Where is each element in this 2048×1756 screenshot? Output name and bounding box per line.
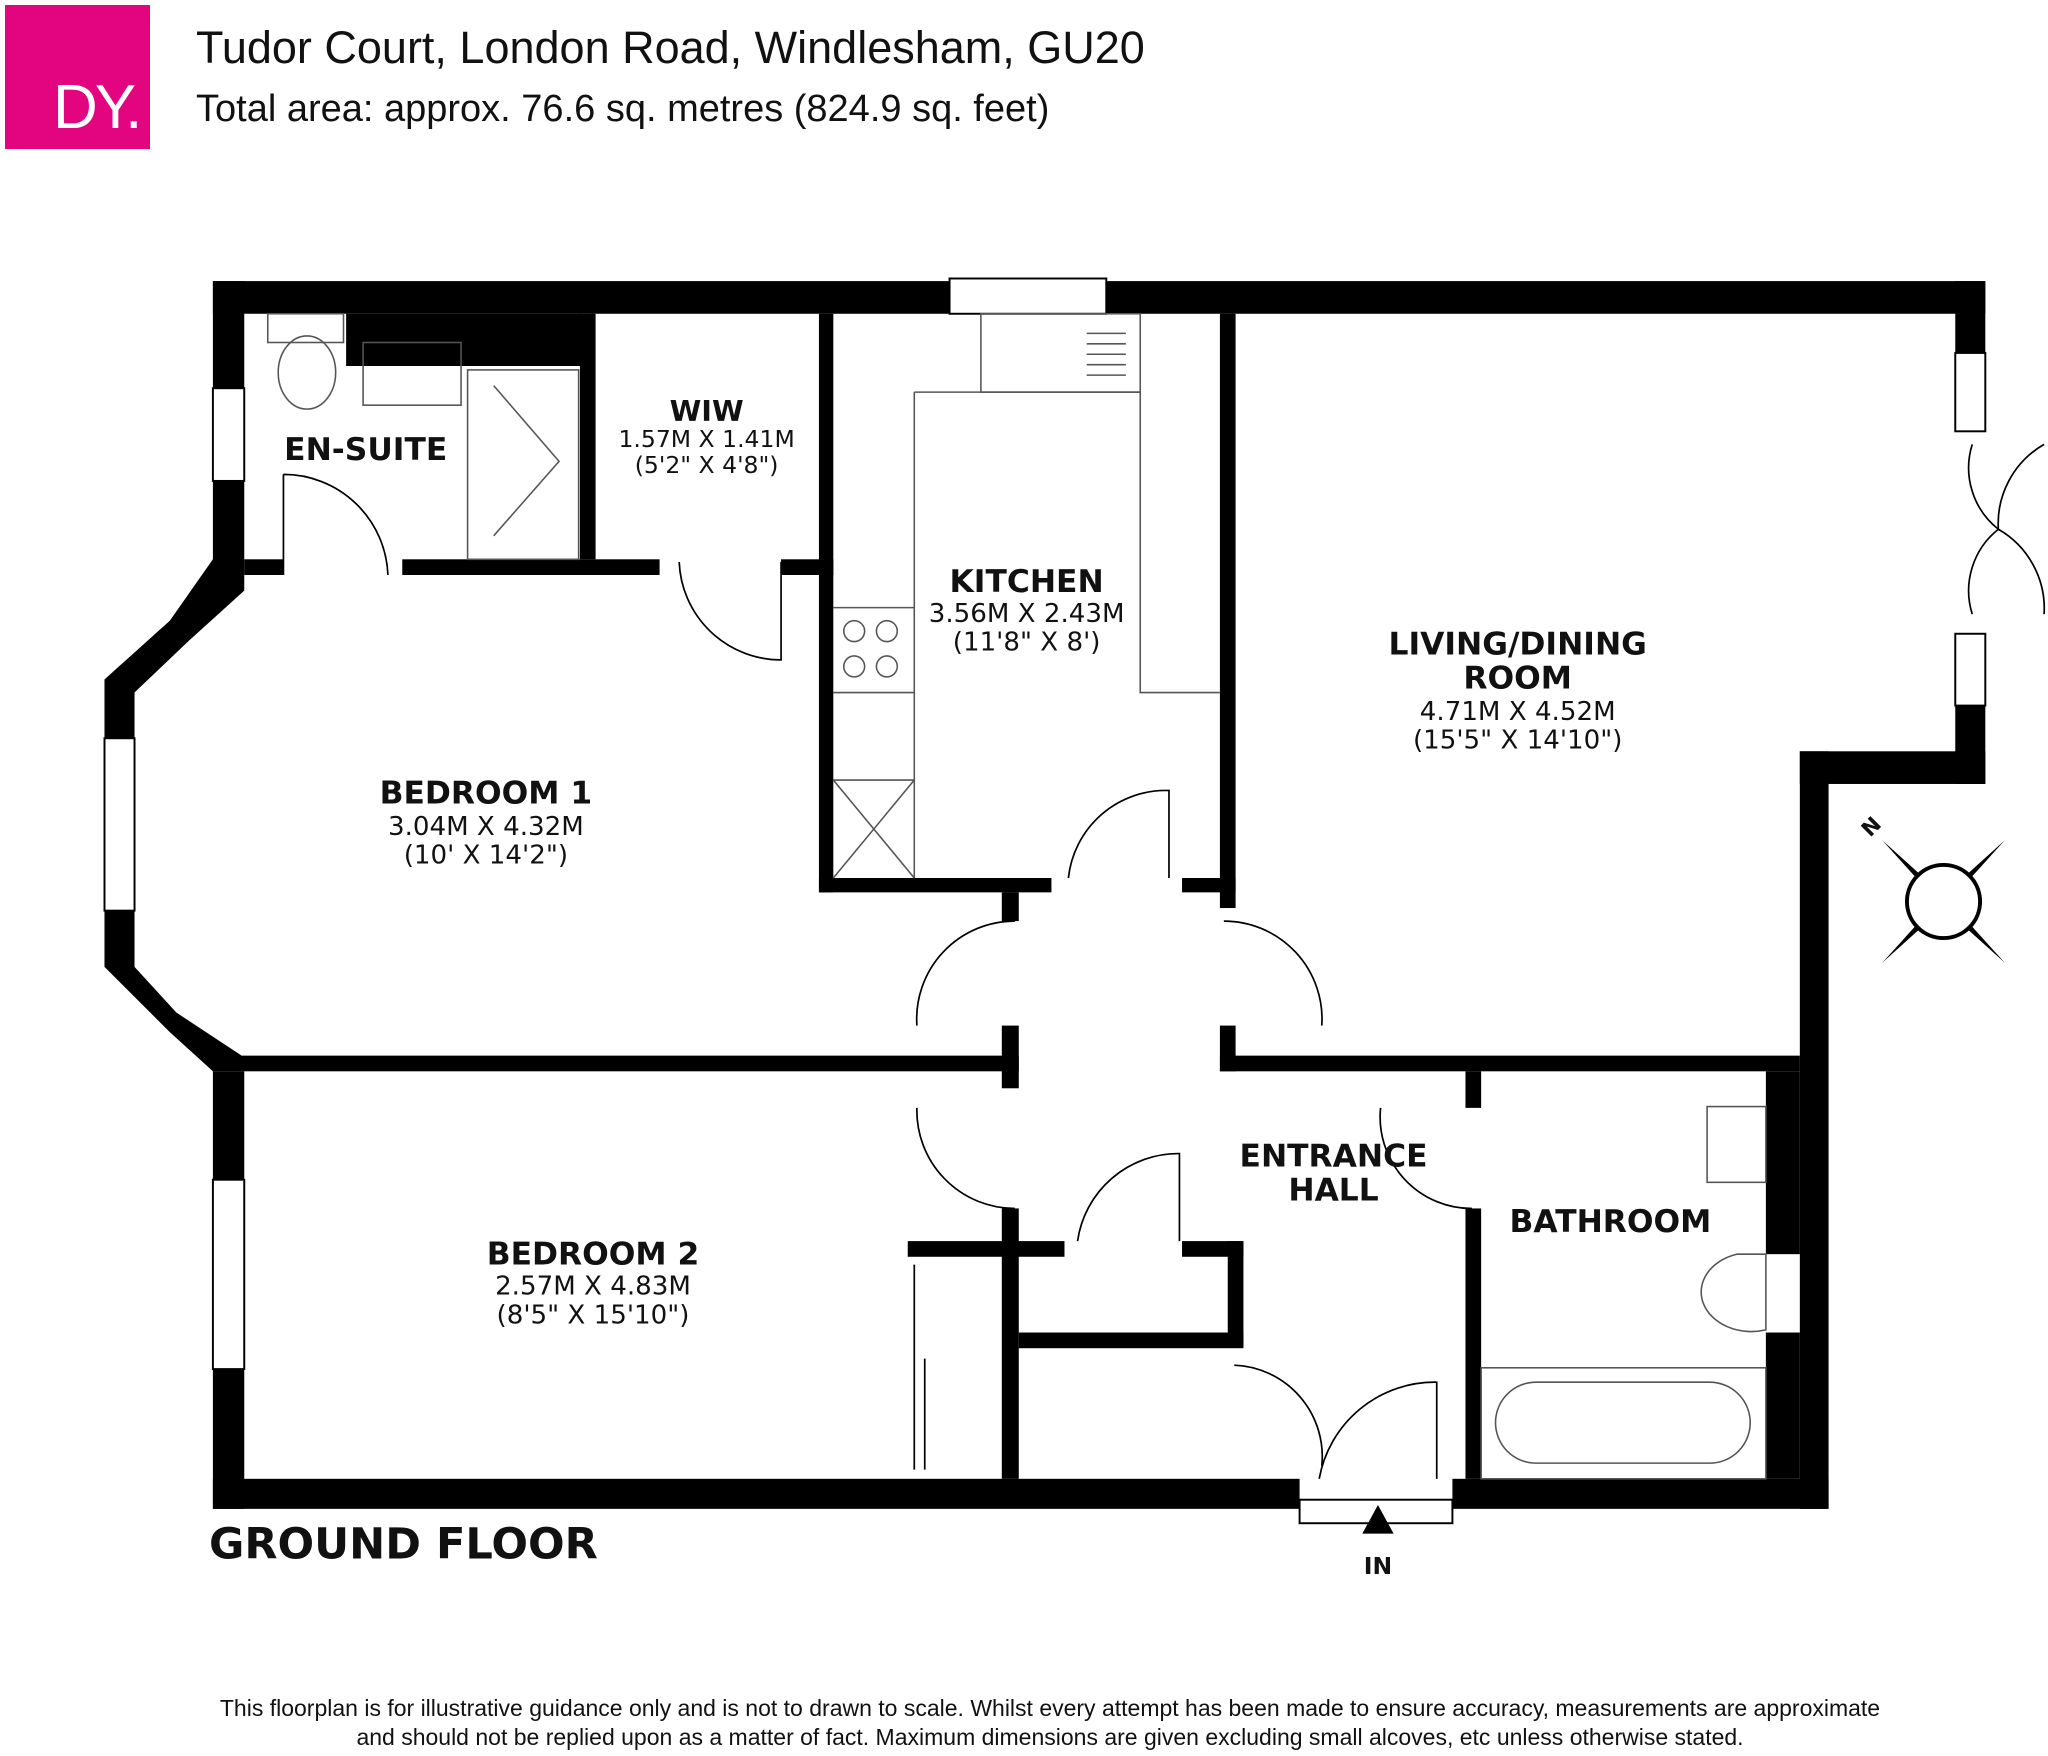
walls — [104, 281, 1986, 1509]
total-area: Total area: approx. 76.6 sq. metres (824… — [196, 88, 1050, 130]
room-metric: 4.71M X 4.52M — [1420, 697, 1616, 727]
logo-text: DY. — [53, 73, 142, 142]
bathroom-toilet-icon — [1700, 1253, 1767, 1333]
ensuite-window — [211, 387, 246, 482]
entrance-arrow-icon — [1362, 1504, 1394, 1534]
room-name: EN-SUITE — [284, 432, 447, 468]
fixtures — [266, 312, 1767, 1480]
property-title: Tudor Court, London Road, Windlesham, GU… — [196, 22, 1145, 73]
bedroom2-window — [211, 1178, 246, 1371]
room-name: ENTRANCE — [1240, 1139, 1428, 1175]
entrance-label: IN — [1364, 1552, 1392, 1580]
room-name: BEDROOM 2 — [487, 1237, 700, 1273]
brand-logo: DY. — [5, 5, 150, 149]
room-imperial: (10' X 14'2") — [404, 841, 568, 871]
doors — [282, 443, 2046, 1479]
room-name-2: HALL — [1288, 1173, 1378, 1209]
floor-label: GROUND FLOOR — [209, 1519, 598, 1569]
room-name: BATHROOM — [1510, 1204, 1712, 1240]
living-window-2 — [1954, 632, 1987, 707]
hob-icon — [842, 619, 866, 643]
kitchen-window — [948, 277, 1108, 315]
room-name: BEDROOM 1 — [380, 776, 593, 812]
room-name-2: ROOM — [1463, 661, 1572, 697]
living-window-1 — [1954, 351, 1987, 433]
room-metric: 3.56M X 2.43M — [929, 599, 1125, 629]
shower-icon — [466, 369, 580, 561]
room-imperial: (15'5" X 14'10") — [1413, 726, 1623, 756]
room-imperial: (8'5" X 15'10") — [497, 1300, 690, 1330]
compass-north-label: N — [1857, 812, 1886, 841]
compass-icon: N — [1857, 812, 2005, 963]
sink-icon — [362, 341, 462, 406]
room-name: WIW — [670, 394, 744, 428]
room-metric: 3.04M X 4.32M — [388, 812, 584, 842]
bathroom-sink-icon — [1706, 1105, 1767, 1184]
room-imperial: (5'2" X 4'8") — [635, 451, 779, 479]
room-name: KITCHEN — [950, 564, 1104, 600]
room-metric: 2.57M X 4.83M — [495, 1272, 691, 1302]
room-metric: 1.57M X 1.41M — [618, 425, 794, 453]
bath-icon — [1480, 1367, 1767, 1480]
windows — [103, 277, 1987, 1525]
toilet-icon — [277, 335, 337, 410]
kitchen-sink-icon — [980, 312, 1142, 393]
room-name: LIVING/DINING — [1389, 627, 1647, 663]
disclaimer: This floorplan is for illustrative guida… — [219, 1695, 1881, 1750]
bedroom1-window — [103, 737, 136, 912]
room-imperial: (11'8" X 8') — [953, 628, 1101, 658]
room-labels: EN-SUITE WIW 1.57M X 1.41M (5'2" X 4'8")… — [284, 394, 1711, 1331]
